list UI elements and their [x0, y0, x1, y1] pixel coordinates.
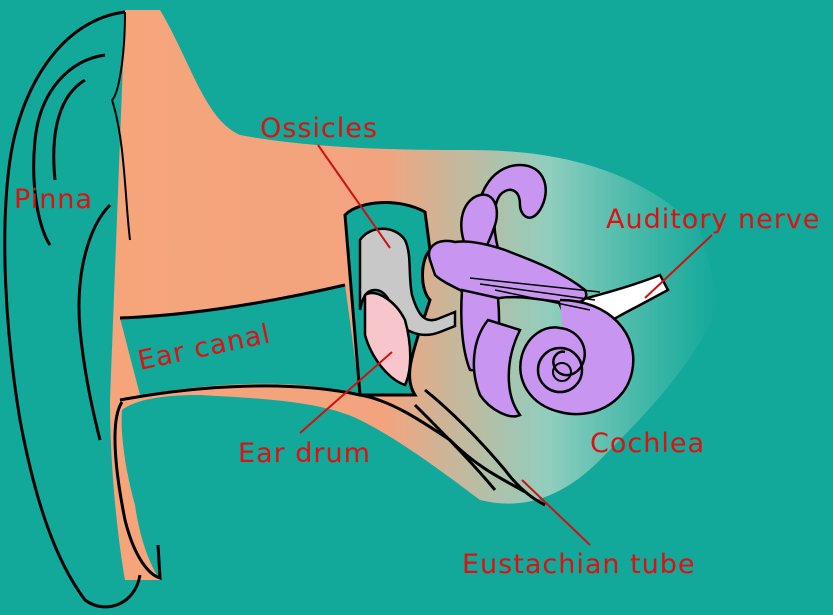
label-eustachian-tube: Eustachian tube [462, 549, 696, 580]
label-cochlea: Cochlea [590, 428, 705, 459]
concha-fold [79, 205, 110, 440]
label-pinna: Pinna [14, 184, 93, 215]
label-auditory-nerve: Auditory nerve [606, 204, 820, 235]
antihelix-fold [54, 80, 85, 180]
pinna-inner-fold [34, 55, 105, 245]
label-ear-drum: Ear drum [238, 438, 371, 469]
label-ossicles: Ossicles [260, 113, 378, 144]
